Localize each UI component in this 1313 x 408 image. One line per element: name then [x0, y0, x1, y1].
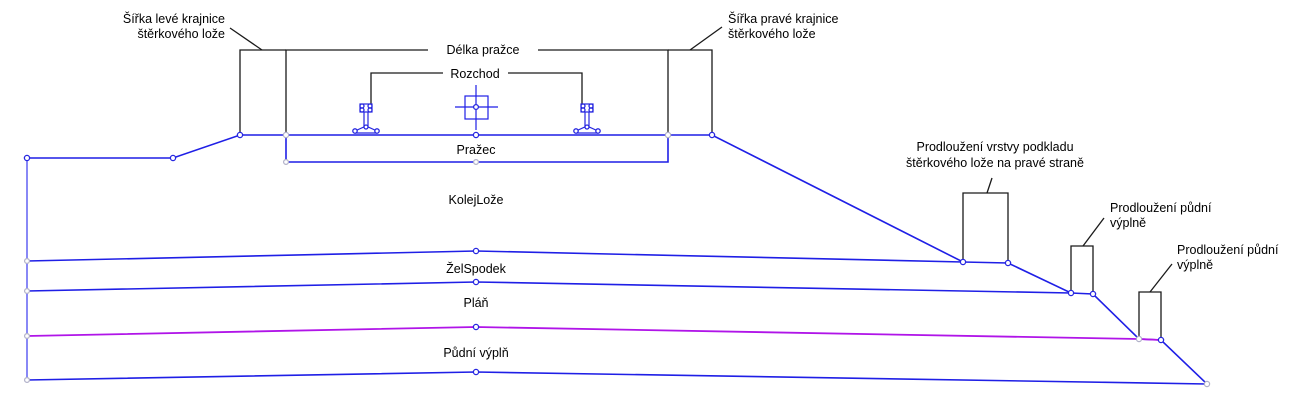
sleeper-label: Pražec: [457, 143, 496, 157]
node: [283, 159, 290, 166]
node: [472, 247, 480, 255]
ballast-bed-label: KolejLože: [449, 193, 504, 207]
node: [1135, 335, 1143, 343]
left-shoulder-label-line1: Šířka levé krajnice: [123, 11, 225, 26]
ballast-top-line: [27, 134, 1208, 385]
left-shoulder-label-line2: štěrkového lože: [137, 27, 225, 41]
right-shoulder-label-line1: Šířka pravé krajnice: [728, 11, 839, 26]
soil-fill-bottom-line: [26, 371, 1208, 385]
soil-extension-1-label-line2: výplně: [1110, 216, 1146, 230]
formation-line: [26, 326, 1162, 341]
right-shoulder-label-line2: štěrkového lože: [728, 27, 816, 41]
node: [1067, 289, 1075, 297]
rail-subgrade-label: ŽelSpodek: [446, 261, 507, 276]
node: [959, 258, 967, 266]
geometry-nodes: [23, 131, 1211, 388]
ballast-bottom-line: [26, 250, 964, 263]
node: [1157, 336, 1165, 344]
node: [24, 333, 31, 340]
ballast-extension-label-line2: štěrkového lože na pravé straně: [906, 156, 1084, 170]
dimension-lines: [229, 26, 1173, 340]
soil-extension-2-label-line1: Prodloužení půdní: [1177, 243, 1279, 257]
node: [24, 258, 31, 265]
node: [236, 131, 244, 139]
right-rail: [573, 103, 601, 134]
layer-lines: [26, 134, 1208, 385]
ballast-extension-dimension: [962, 192, 1009, 263]
gauge-dimension-left: [370, 72, 443, 108]
node: [1203, 380, 1211, 388]
node: [472, 278, 480, 286]
labels: Šířka levé krajnice štěrkového lože Šířk…: [123, 11, 1279, 360]
left-shoulder-dimension: [239, 49, 286, 135]
node: [1004, 259, 1012, 267]
node: [1089, 290, 1097, 298]
centerline-marker-icon: [455, 85, 498, 130]
ballast-extension-leader: [986, 177, 993, 194]
soil-extension-2-label-line2: výplně: [1177, 258, 1213, 272]
sleeper-length-dimension-left: [285, 49, 428, 135]
soil-fill-label: Půdní výplň: [443, 346, 508, 360]
soil-extension-2-dimension: [1138, 291, 1162, 340]
right-shoulder-dimension: [668, 49, 713, 135]
right-shoulder-leader: [689, 26, 723, 51]
node: [169, 154, 177, 162]
node: [472, 131, 480, 139]
soil-extension-2-leader: [1149, 263, 1173, 293]
node: [282, 131, 290, 139]
soil-extension-1-leader: [1082, 217, 1105, 247]
gauge-label: Rozchod: [450, 67, 499, 81]
node: [472, 368, 480, 376]
node: [24, 288, 31, 295]
node: [23, 154, 31, 162]
formation-label: Pláň: [463, 296, 488, 310]
node: [24, 377, 31, 384]
ballast-extension-label-line1: Prodloužení vrstvy podkladu: [916, 140, 1073, 154]
sleeper-length-dimension-right: [538, 49, 669, 135]
gauge-dimension-right: [508, 72, 583, 108]
node: [708, 131, 716, 139]
soil-extension-1-label-line1: Prodloužení půdní: [1110, 201, 1212, 215]
left-rail: [352, 103, 380, 134]
subgrade-bottom-line: [26, 281, 1072, 294]
node: [473, 159, 480, 166]
sleeper-length-label: Délka pražce: [447, 43, 520, 57]
left-shoulder-leader: [229, 27, 263, 51]
soil-extension-1-dimension: [1070, 245, 1094, 294]
node: [472, 323, 480, 331]
node: [664, 131, 672, 139]
